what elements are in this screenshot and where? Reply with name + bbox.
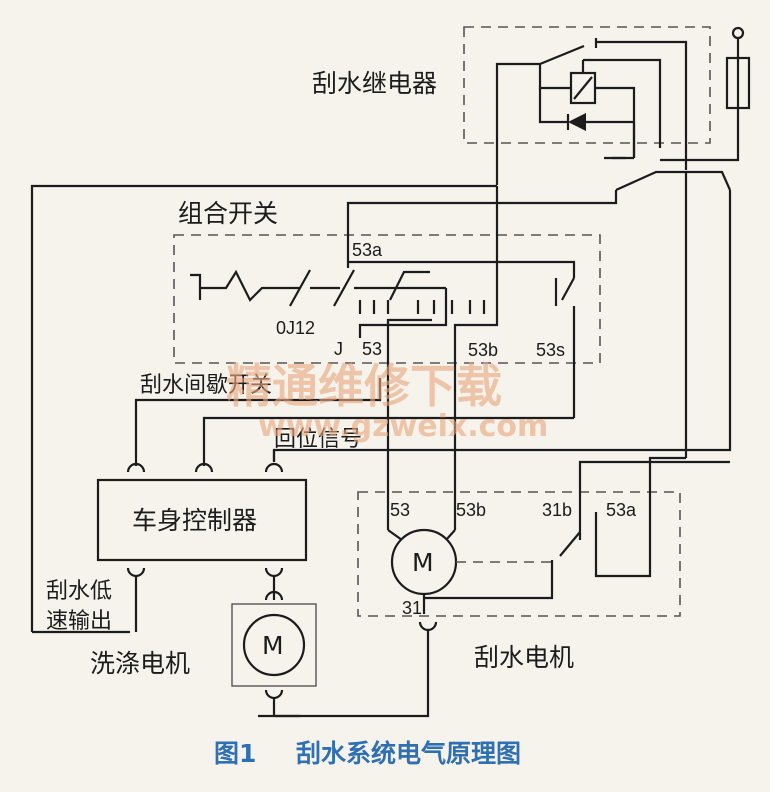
switch-terminal-j: J	[334, 339, 343, 359]
washer-motor-label: 洗涤电机	[90, 649, 190, 678]
figure-number: 图1	[214, 739, 256, 768]
motor-terminal-53a: 53a	[606, 500, 637, 520]
controller-connectors	[126, 462, 284, 632]
relay-ground-icon	[604, 122, 636, 160]
motor-terminal-31b: 31b	[542, 500, 572, 520]
fuse-icon	[660, 26, 751, 162]
intermittent-switch-label: 刮水间歇开关	[140, 373, 272, 398]
park-switch	[424, 456, 730, 600]
watermark-title: 精通维修下载	[226, 359, 502, 413]
motor-terminal-53b: 53b	[456, 500, 486, 520]
body-controller-label: 车身控制器	[132, 506, 257, 535]
switch-terminal-53b: 53b	[468, 340, 498, 360]
motor-terminal-53: 53	[390, 500, 410, 520]
combo-switch-label: 组合开关	[178, 199, 278, 228]
switch-terminal-53a: 53a	[352, 240, 383, 260]
return-contact	[348, 260, 576, 418]
relay-diode	[538, 88, 634, 131]
relay-box	[463, 26, 711, 144]
relay-label: 刮水继电器	[312, 69, 437, 98]
speed-contacts	[358, 268, 499, 338]
low-speed-output-label-1: 刮水低	[46, 579, 112, 604]
relay-contact	[495, 38, 688, 185]
body-controller-box	[96, 478, 308, 562]
low-speed-output-label-2: 速输出	[46, 609, 112, 634]
switch-terminal-53s: 53s	[536, 340, 565, 360]
wiper-motor-box	[357, 491, 681, 617]
wiper-motor-label: 刮水电机	[474, 643, 574, 672]
return-signal-label: 回位信号	[274, 427, 362, 452]
ground-icon	[258, 636, 430, 718]
watermark-url: www.gzweix.com	[258, 409, 548, 444]
intermittent-contact	[190, 269, 446, 307]
washer-motor-icon	[242, 613, 306, 677]
washer-motor-frame	[231, 603, 317, 687]
switch-terminal-0j12: 0J12	[276, 318, 315, 338]
motor-terminal-31: 31	[402, 598, 422, 618]
figure-title: 刮水系统电气原理图	[296, 739, 521, 768]
wiper-motor-symbol: M	[412, 548, 434, 577]
washer-motor-symbol: M	[262, 631, 284, 660]
switch-terminal-53: 53	[362, 339, 382, 359]
